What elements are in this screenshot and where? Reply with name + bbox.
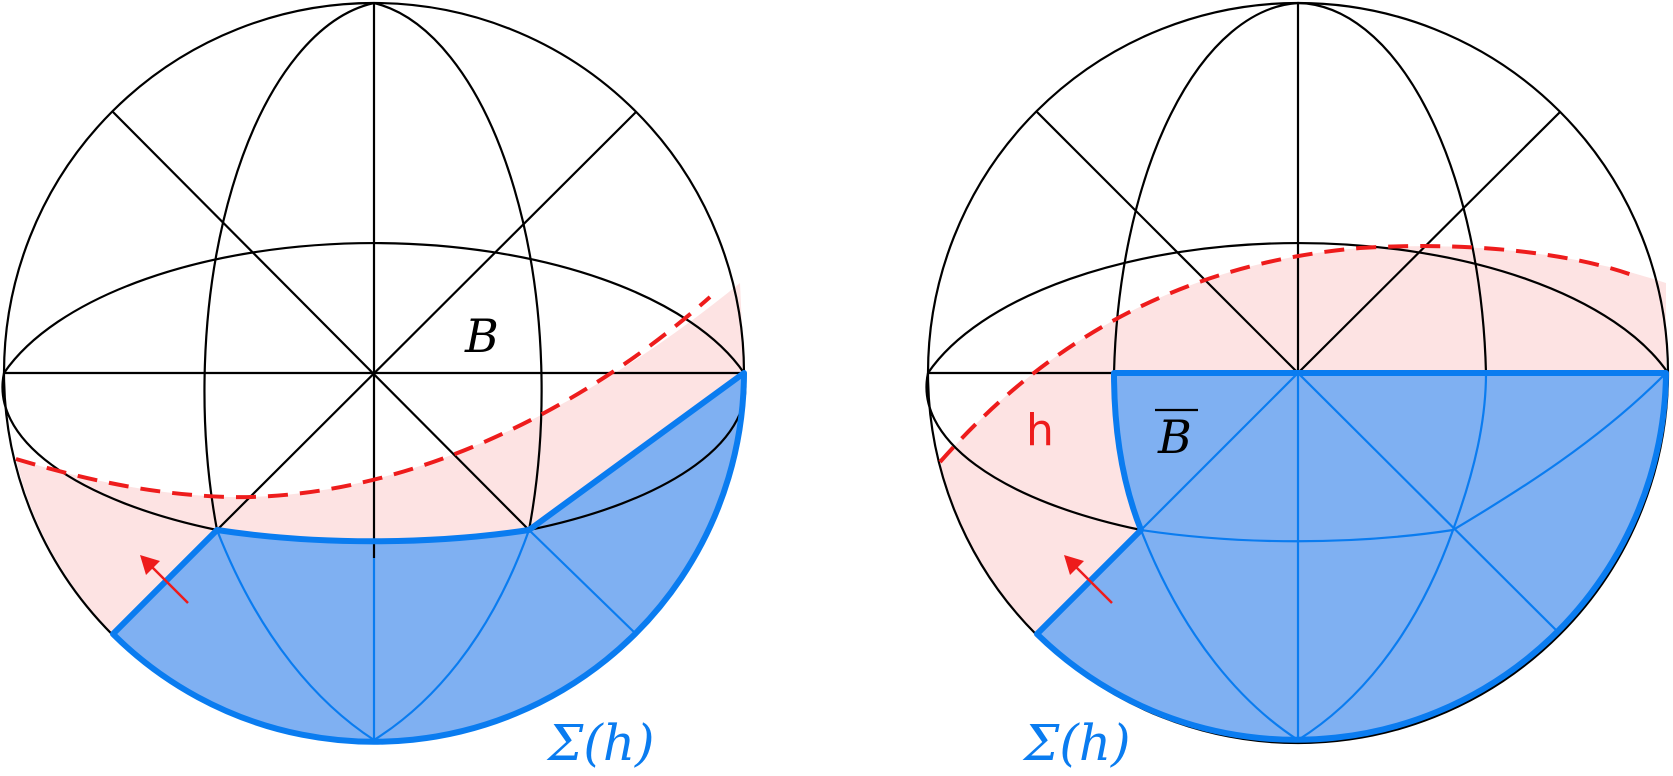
- right-sigma-region: [1037, 373, 1666, 740]
- right-sigma-boundary: [1034, 370, 1669, 743]
- right-hyperplane-label: h: [1026, 405, 1054, 456]
- right-sigma-inner-edges: [1139, 372, 1667, 741]
- right-sigma-label: Σ(h): [1022, 714, 1131, 772]
- left-sigma-region: [113, 373, 744, 742]
- right-arrow: [1064, 555, 1113, 604]
- right-line-arrangement: [925, 1, 1670, 745]
- left-panel: B Σ(h): [1, 1, 747, 772]
- right-chamber-label: B: [1157, 410, 1192, 464]
- left-chamber-label: B: [464, 309, 499, 363]
- left-sigma-label: Σ(h): [546, 714, 655, 772]
- right-hyperplane-h: [938, 244, 1641, 464]
- left-sigma-inner-edges: [215, 529, 637, 741]
- left-arrow: [140, 555, 189, 604]
- right-panel: h B Σ(h): [925, 1, 1670, 772]
- left-sigma-boundary: [110, 370, 747, 745]
